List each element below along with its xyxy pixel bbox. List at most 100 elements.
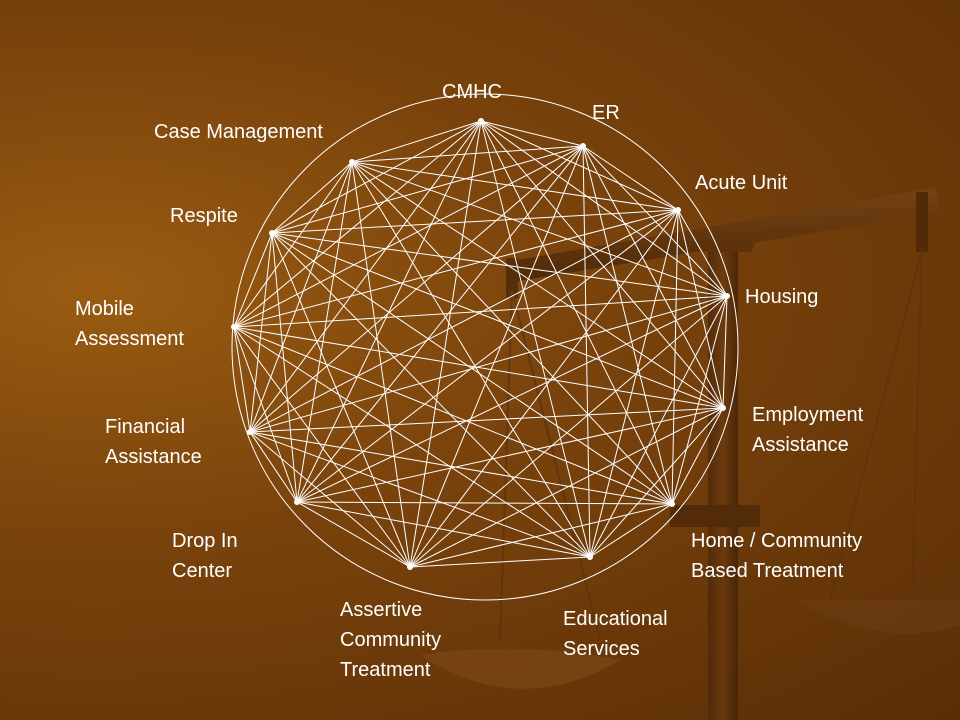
node-label-case-management: Case Management <box>154 117 323 147</box>
edge-drop-in-center-mobile-assessment <box>233 326 298 503</box>
edge-educational-services-respite <box>271 232 591 558</box>
node-label-er: ER <box>592 98 620 128</box>
edge-housing-drop-in-center <box>296 295 728 503</box>
edge-home-community-based-treatment-mobile-assessment <box>233 326 673 505</box>
edge-housing-assertive-community-treatment <box>409 295 728 568</box>
edge-employment-assistance-financial-assistance <box>249 407 724 433</box>
edge-drop-in-center-financial-assistance <box>249 431 298 503</box>
node-label-line: Community <box>340 629 442 651</box>
node-label-line: Home / Community <box>691 530 863 552</box>
edge-er-mobile-assessment <box>233 145 584 328</box>
edge-er-educational-services <box>582 145 591 558</box>
node-label-line: Housing <box>745 286 819 308</box>
node-point-er <box>580 143 586 149</box>
edge-er-acute-unit <box>582 145 679 211</box>
edge-housing-home-community-based-treatment <box>671 295 728 505</box>
edge-employment-assistance-drop-in-center <box>296 407 724 503</box>
edge-employment-assistance-home-community-based-treatment <box>671 407 724 505</box>
edge-educational-services-mobile-assessment <box>233 326 591 558</box>
edge-acute-unit-mobile-assessment <box>233 209 679 328</box>
edge-employment-assistance-case-management <box>351 161 724 409</box>
node-label-line: ER <box>592 102 620 124</box>
edge-acute-unit-drop-in-center <box>296 209 679 503</box>
node-point-assertive-community-treatment <box>407 564 413 570</box>
node-label-line: Treatment <box>340 659 431 681</box>
edge-acute-unit-home-community-based-treatment <box>671 209 679 505</box>
node-label-line: Assistance <box>105 446 202 468</box>
node-point-respite <box>269 230 275 236</box>
edge-cmhc-employment-assistance <box>480 120 724 409</box>
edge-educational-services-case-management <box>351 161 591 558</box>
edge-er-assertive-community-treatment <box>409 145 584 568</box>
edge-assertive-community-treatment-respite <box>271 232 411 568</box>
edge-cmhc-home-community-based-treatment <box>480 120 673 505</box>
edge-acute-unit-housing <box>677 209 728 297</box>
edge-employment-assistance-educational-services <box>589 407 724 558</box>
edge-assertive-community-treatment-mobile-assessment <box>233 326 411 568</box>
edge-employment-assistance-mobile-assessment <box>233 326 724 409</box>
edge-financial-assistance-case-management <box>249 161 353 433</box>
edge-cmhc-case-management <box>351 120 482 163</box>
node-label-line: Based Treatment <box>691 560 844 582</box>
edge-financial-assistance-respite <box>249 232 273 433</box>
edge-financial-assistance-mobile-assessment <box>233 326 251 433</box>
edge-home-community-based-treatment-educational-services <box>589 503 673 558</box>
node-label-line: Mobile <box>75 298 134 320</box>
edge-housing-mobile-assessment <box>233 295 728 328</box>
edge-home-community-based-treatment-drop-in-center <box>296 501 673 505</box>
scale-post <box>708 240 738 720</box>
edge-acute-unit-respite <box>271 209 679 234</box>
node-point-educational-services <box>587 554 593 560</box>
edge-er-drop-in-center <box>296 145 584 503</box>
edge-cmhc-er <box>480 120 584 147</box>
node-label-line: Acute Unit <box>695 172 788 194</box>
node-point-financial-assistance <box>247 429 253 435</box>
edge-educational-services-assertive-community-treatment <box>409 556 591 568</box>
edge-housing-case-management <box>351 161 728 297</box>
node-label-line: Drop In <box>172 530 238 552</box>
node-point-drop-in-center <box>294 499 300 505</box>
node-point-home-community-based-treatment <box>669 501 675 507</box>
edge-assertive-community-treatment-financial-assistance <box>249 431 411 568</box>
edge-drop-in-center-case-management <box>296 161 353 503</box>
node-label-line: Case Management <box>154 121 323 143</box>
network-circle <box>231 93 739 601</box>
edge-cmhc-assertive-community-treatment <box>409 120 482 568</box>
node-label-line: Financial <box>105 416 186 438</box>
node-point-cmhc <box>478 118 484 124</box>
edge-cmhc-financial-assistance <box>249 120 482 433</box>
edge-acute-unit-case-management <box>351 161 679 211</box>
scale-base-bar <box>670 505 760 527</box>
node-point-employment-assistance <box>720 405 726 411</box>
node-point-acute-unit <box>675 207 681 213</box>
node-point-mobile-assessment <box>231 324 237 330</box>
node-label-drop-in-center: Drop In Center <box>172 526 238 586</box>
node-label-line: Center <box>172 560 233 582</box>
scale-of-justice-watermark <box>420 188 960 720</box>
edge-home-community-based-treatment-case-management <box>351 161 673 505</box>
edge-acute-unit-educational-services <box>589 209 679 558</box>
edge-er-housing <box>582 145 728 297</box>
node-label-cmhc: CMHC <box>442 77 502 107</box>
edge-housing-employment-assistance <box>722 295 728 409</box>
left-pan <box>420 648 620 689</box>
node-label-line: Respite <box>170 205 238 227</box>
node-label-housing: Housing <box>745 282 818 312</box>
edge-acute-unit-financial-assistance <box>249 209 679 433</box>
edge-cmhc-acute-unit <box>480 120 679 211</box>
edge-assertive-community-treatment-case-management <box>351 161 411 568</box>
edge-employment-assistance-assertive-community-treatment <box>409 407 724 568</box>
right-pan <box>795 600 960 634</box>
edge-er-case-management <box>351 145 584 163</box>
edge-home-community-based-treatment-respite <box>271 232 673 505</box>
scale-beam <box>505 188 940 282</box>
node-label-line: Assertive <box>340 599 423 621</box>
edge-er-employment-assistance <box>582 145 724 409</box>
node-point-housing <box>724 293 730 299</box>
network-node-points <box>231 118 730 570</box>
